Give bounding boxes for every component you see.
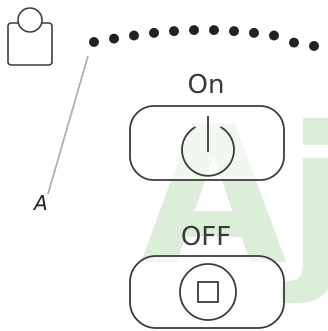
on-label: On bbox=[188, 70, 225, 100]
power-icon bbox=[181, 116, 235, 177]
callout-label: A bbox=[32, 191, 48, 215]
indicator-dot bbox=[309, 41, 319, 51]
indicator-dot-row bbox=[89, 25, 319, 51]
indicator-dot bbox=[289, 37, 299, 48]
indicator-dot bbox=[149, 27, 159, 38]
indicator-dot bbox=[109, 33, 119, 44]
indicator-dot bbox=[229, 26, 239, 37]
callout-leader-line bbox=[47, 55, 89, 195]
indicator-dot bbox=[129, 30, 139, 41]
indicator-dot bbox=[89, 37, 99, 47]
indicator-dot bbox=[269, 30, 279, 41]
off-button[interactable] bbox=[129, 255, 285, 329]
indicator-dot bbox=[209, 25, 219, 36]
indicator-dot bbox=[189, 25, 199, 36]
off-label: OFF bbox=[181, 222, 231, 252]
on-button[interactable] bbox=[129, 105, 285, 181]
stop-square-icon bbox=[179, 263, 237, 321]
device-tag-icon bbox=[7, 7, 53, 66]
indicator-dot bbox=[169, 26, 179, 37]
indicator-dot bbox=[249, 27, 259, 38]
